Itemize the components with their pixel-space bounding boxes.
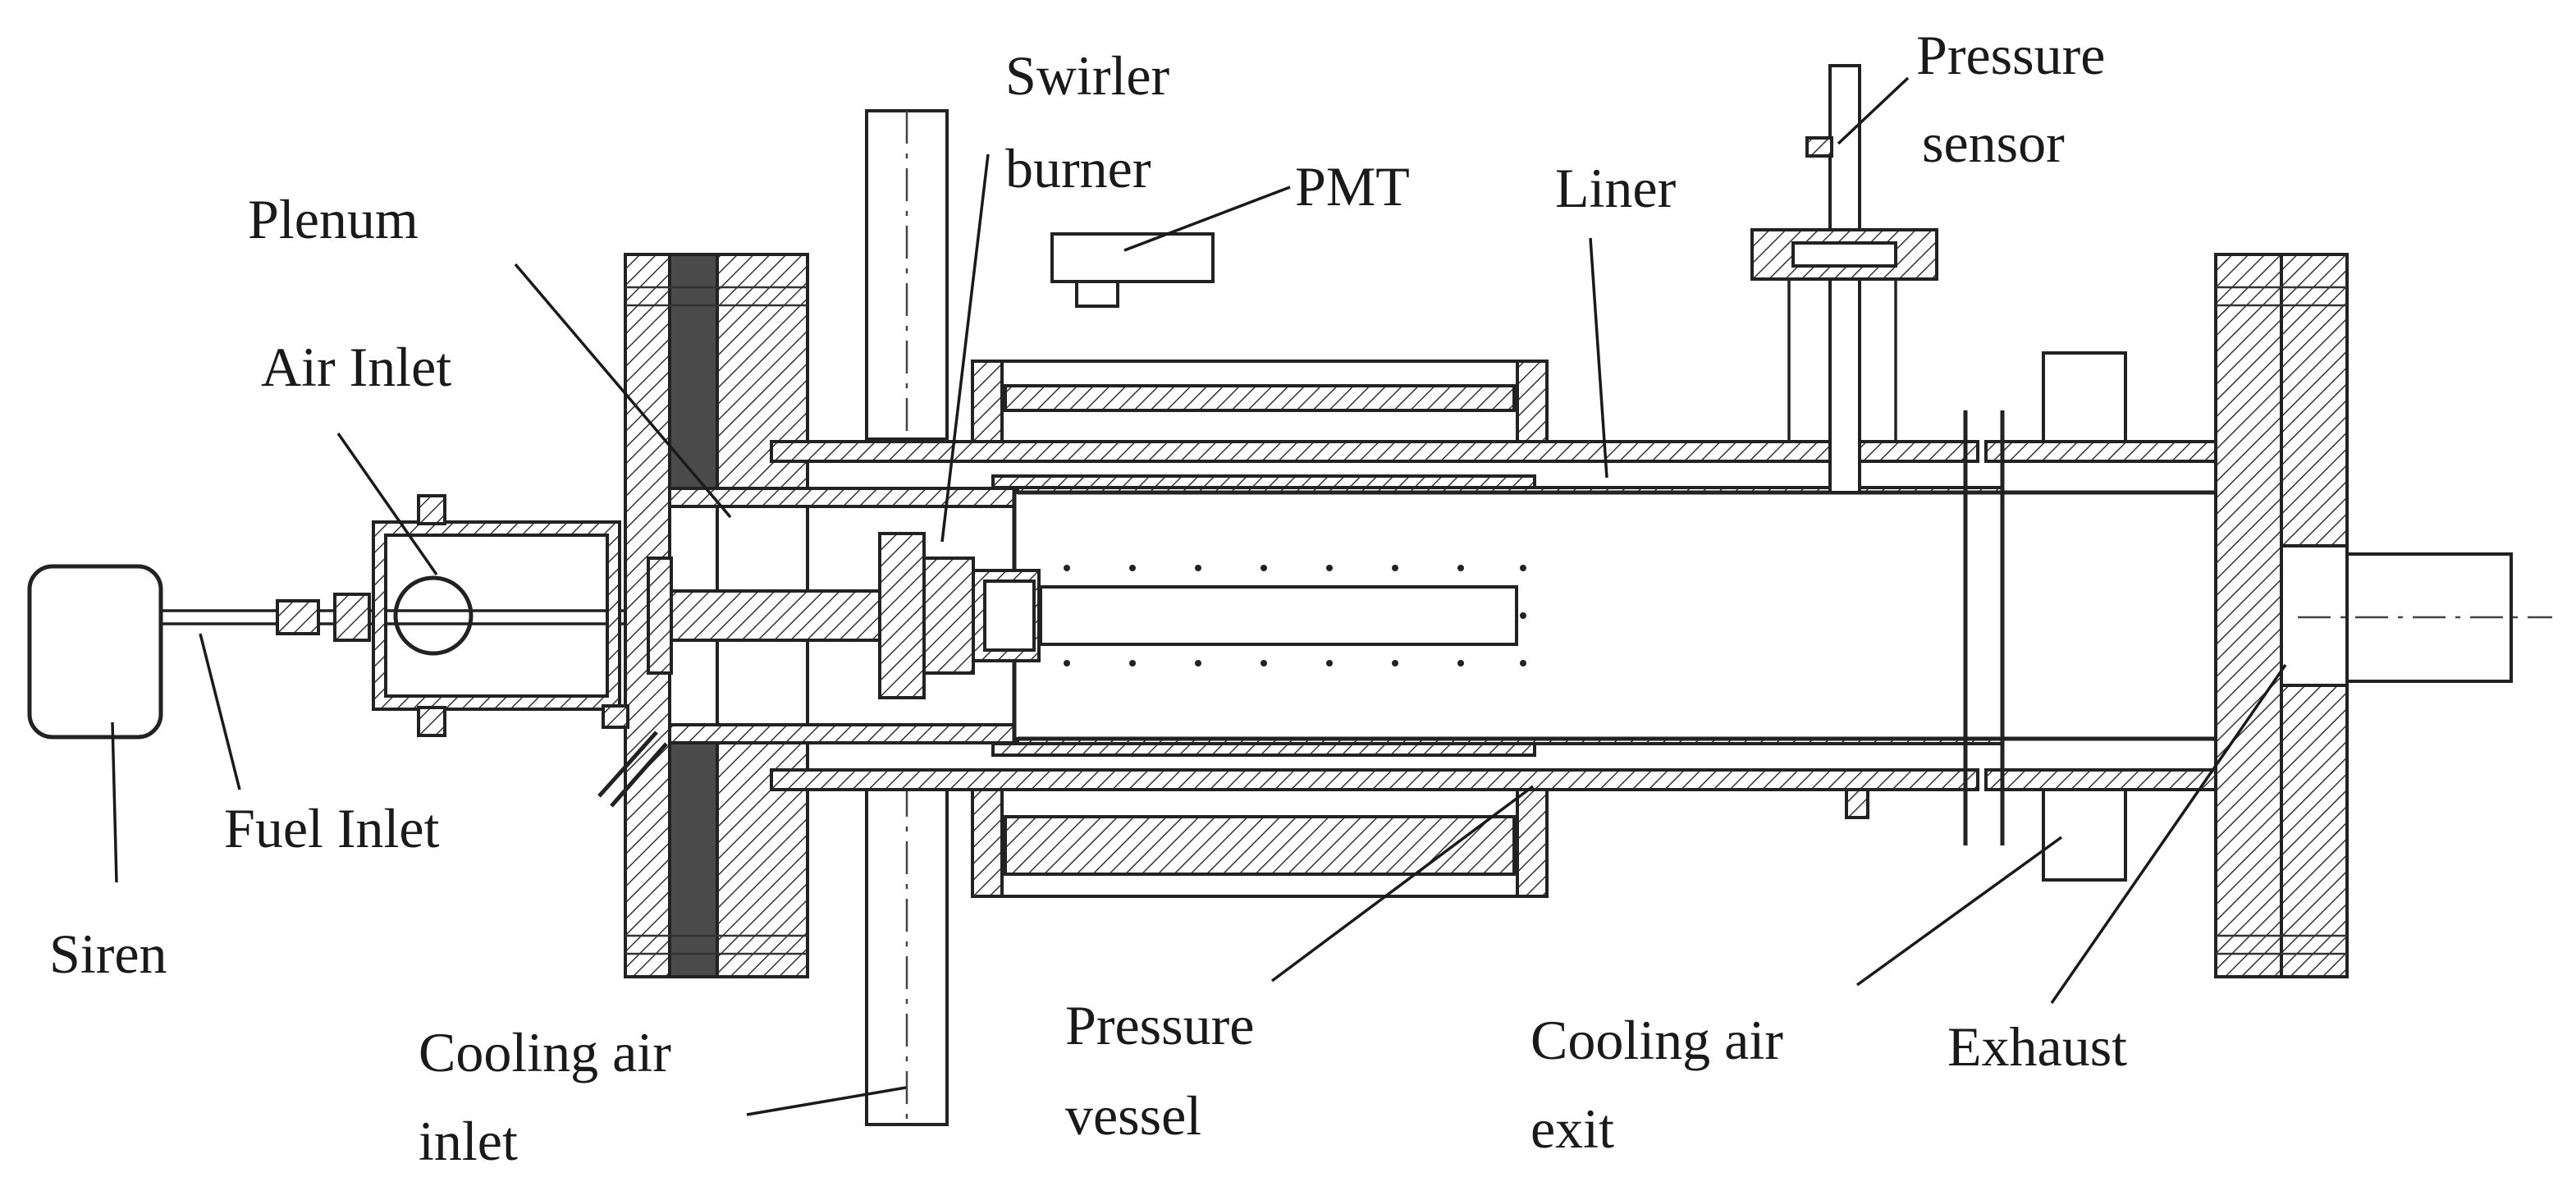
label-pressure-sensor-1: Pressure	[1916, 24, 2105, 86]
label-pressure-sensor-2: sensor	[1922, 112, 2065, 174]
label-pressure-vessel-2: vessel	[1065, 1084, 1201, 1147]
combustion-chamber-downstream	[2002, 351, 2298, 882]
label-cooling-air-exit-1: Cooling air	[1531, 1009, 1783, 1071]
pmt-detector	[1050, 232, 1215, 308]
cooling-air-inlet-tube	[865, 109, 949, 1126]
label-exhaust: Exhaust	[1947, 1015, 2127, 1078]
label-cooling-air-inlet-2: inlet	[419, 1110, 518, 1172]
leader-lines	[111, 76, 2287, 1116]
liner	[991, 474, 2004, 757]
label-air-inlet: Air Inlet	[261, 336, 451, 398]
swirler-burner	[647, 532, 1041, 699]
exhaust-outlet	[2298, 552, 2552, 683]
break-marks	[1963, 410, 2005, 845]
air-inlet-housing	[372, 494, 621, 737]
label-liner: Liner	[1555, 157, 1677, 219]
pressure-vessel	[971, 360, 1549, 898]
exhaust-flange	[2214, 253, 2349, 978]
siren-box	[27, 564, 163, 740]
label-cooling-air-inlet-1: Cooling air	[419, 1021, 671, 1083]
label-swirler-burner-2: burner	[1005, 137, 1151, 199]
air-inlet-port	[393, 575, 474, 656]
flame-tube	[1039, 585, 1518, 646]
label-siren: Siren	[49, 923, 167, 985]
outer-casing	[770, 440, 2217, 791]
label-fuel-inlet: Fuel Inlet	[224, 797, 440, 859]
label-pmt: PMT	[1295, 155, 1410, 218]
pressure-sensor	[1750, 64, 1938, 819]
label-swirler-burner-1: Swirler	[1005, 44, 1170, 107]
label-plenum: Plenum	[248, 188, 419, 250]
label-cooling-air-exit-2: exit	[1531, 1097, 1614, 1160]
flame-dots	[1064, 565, 1526, 667]
label-pressure-vessel-1: Pressure	[1065, 994, 1254, 1056]
